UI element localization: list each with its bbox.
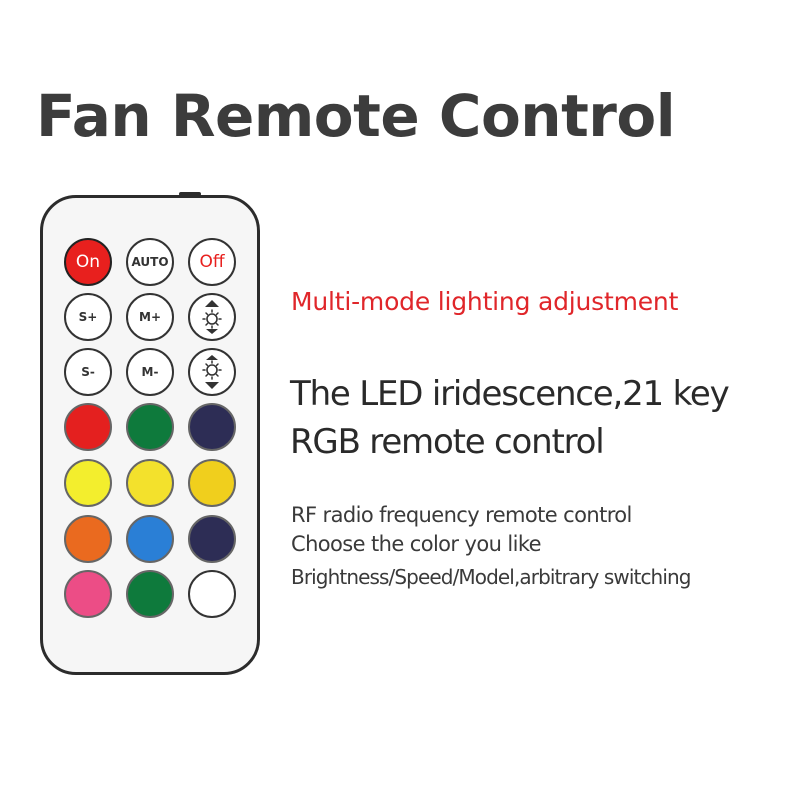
mode-down-button-label: M- [141,365,159,379]
color-key-1[interactable] [64,403,112,451]
color-key-4[interactable] [64,459,112,507]
color-key-7[interactable] [64,515,112,563]
speed-up-button-label: S+ [78,310,98,324]
auto-button[interactable]: AUTO [126,238,174,286]
remote-notch [179,192,201,196]
color-key-3[interactable] [188,403,236,451]
color-key-9[interactable] [188,515,236,563]
brightness-down-icon [202,355,222,389]
mode-down-button[interactable]: M- [126,348,174,396]
color-key-11[interactable] [126,570,174,618]
brightness-up-button[interactable] [188,293,236,341]
color-key-2[interactable] [126,403,174,451]
feature-line-2: RGB remote control [290,422,605,462]
feature-detail-1: RF radio frequency remote control [291,503,632,527]
on-button-label: On [75,252,101,272]
feature-line-1: The LED iridescence,21 key [290,374,730,414]
mode-up-button[interactable]: M+ [126,293,174,341]
color-key-5[interactable] [126,459,174,507]
feature-headline: Multi-mode lighting adjustment [291,287,679,316]
brightness-down-button[interactable] [188,348,236,396]
color-key-6[interactable] [188,459,236,507]
feature-detail-2: Choose the color you like [291,532,542,556]
color-key-12[interactable] [188,570,236,618]
feature-detail-3: Brightness/Speed/Model,arbitrary switchi… [291,565,691,589]
off-button[interactable]: Off [188,238,236,286]
page-title: Fan Remote Control [36,82,676,150]
speed-up-button[interactable]: S+ [64,293,112,341]
color-key-8[interactable] [126,515,174,563]
off-button-label: Off [199,252,225,272]
brightness-up-icon [202,300,222,334]
speed-down-button-label: S- [81,365,95,379]
mode-up-button-label: M+ [139,310,161,324]
on-button[interactable]: On [64,238,112,286]
speed-down-button[interactable]: S- [64,348,112,396]
auto-button-label: AUTO [131,255,169,269]
color-key-10[interactable] [64,570,112,618]
